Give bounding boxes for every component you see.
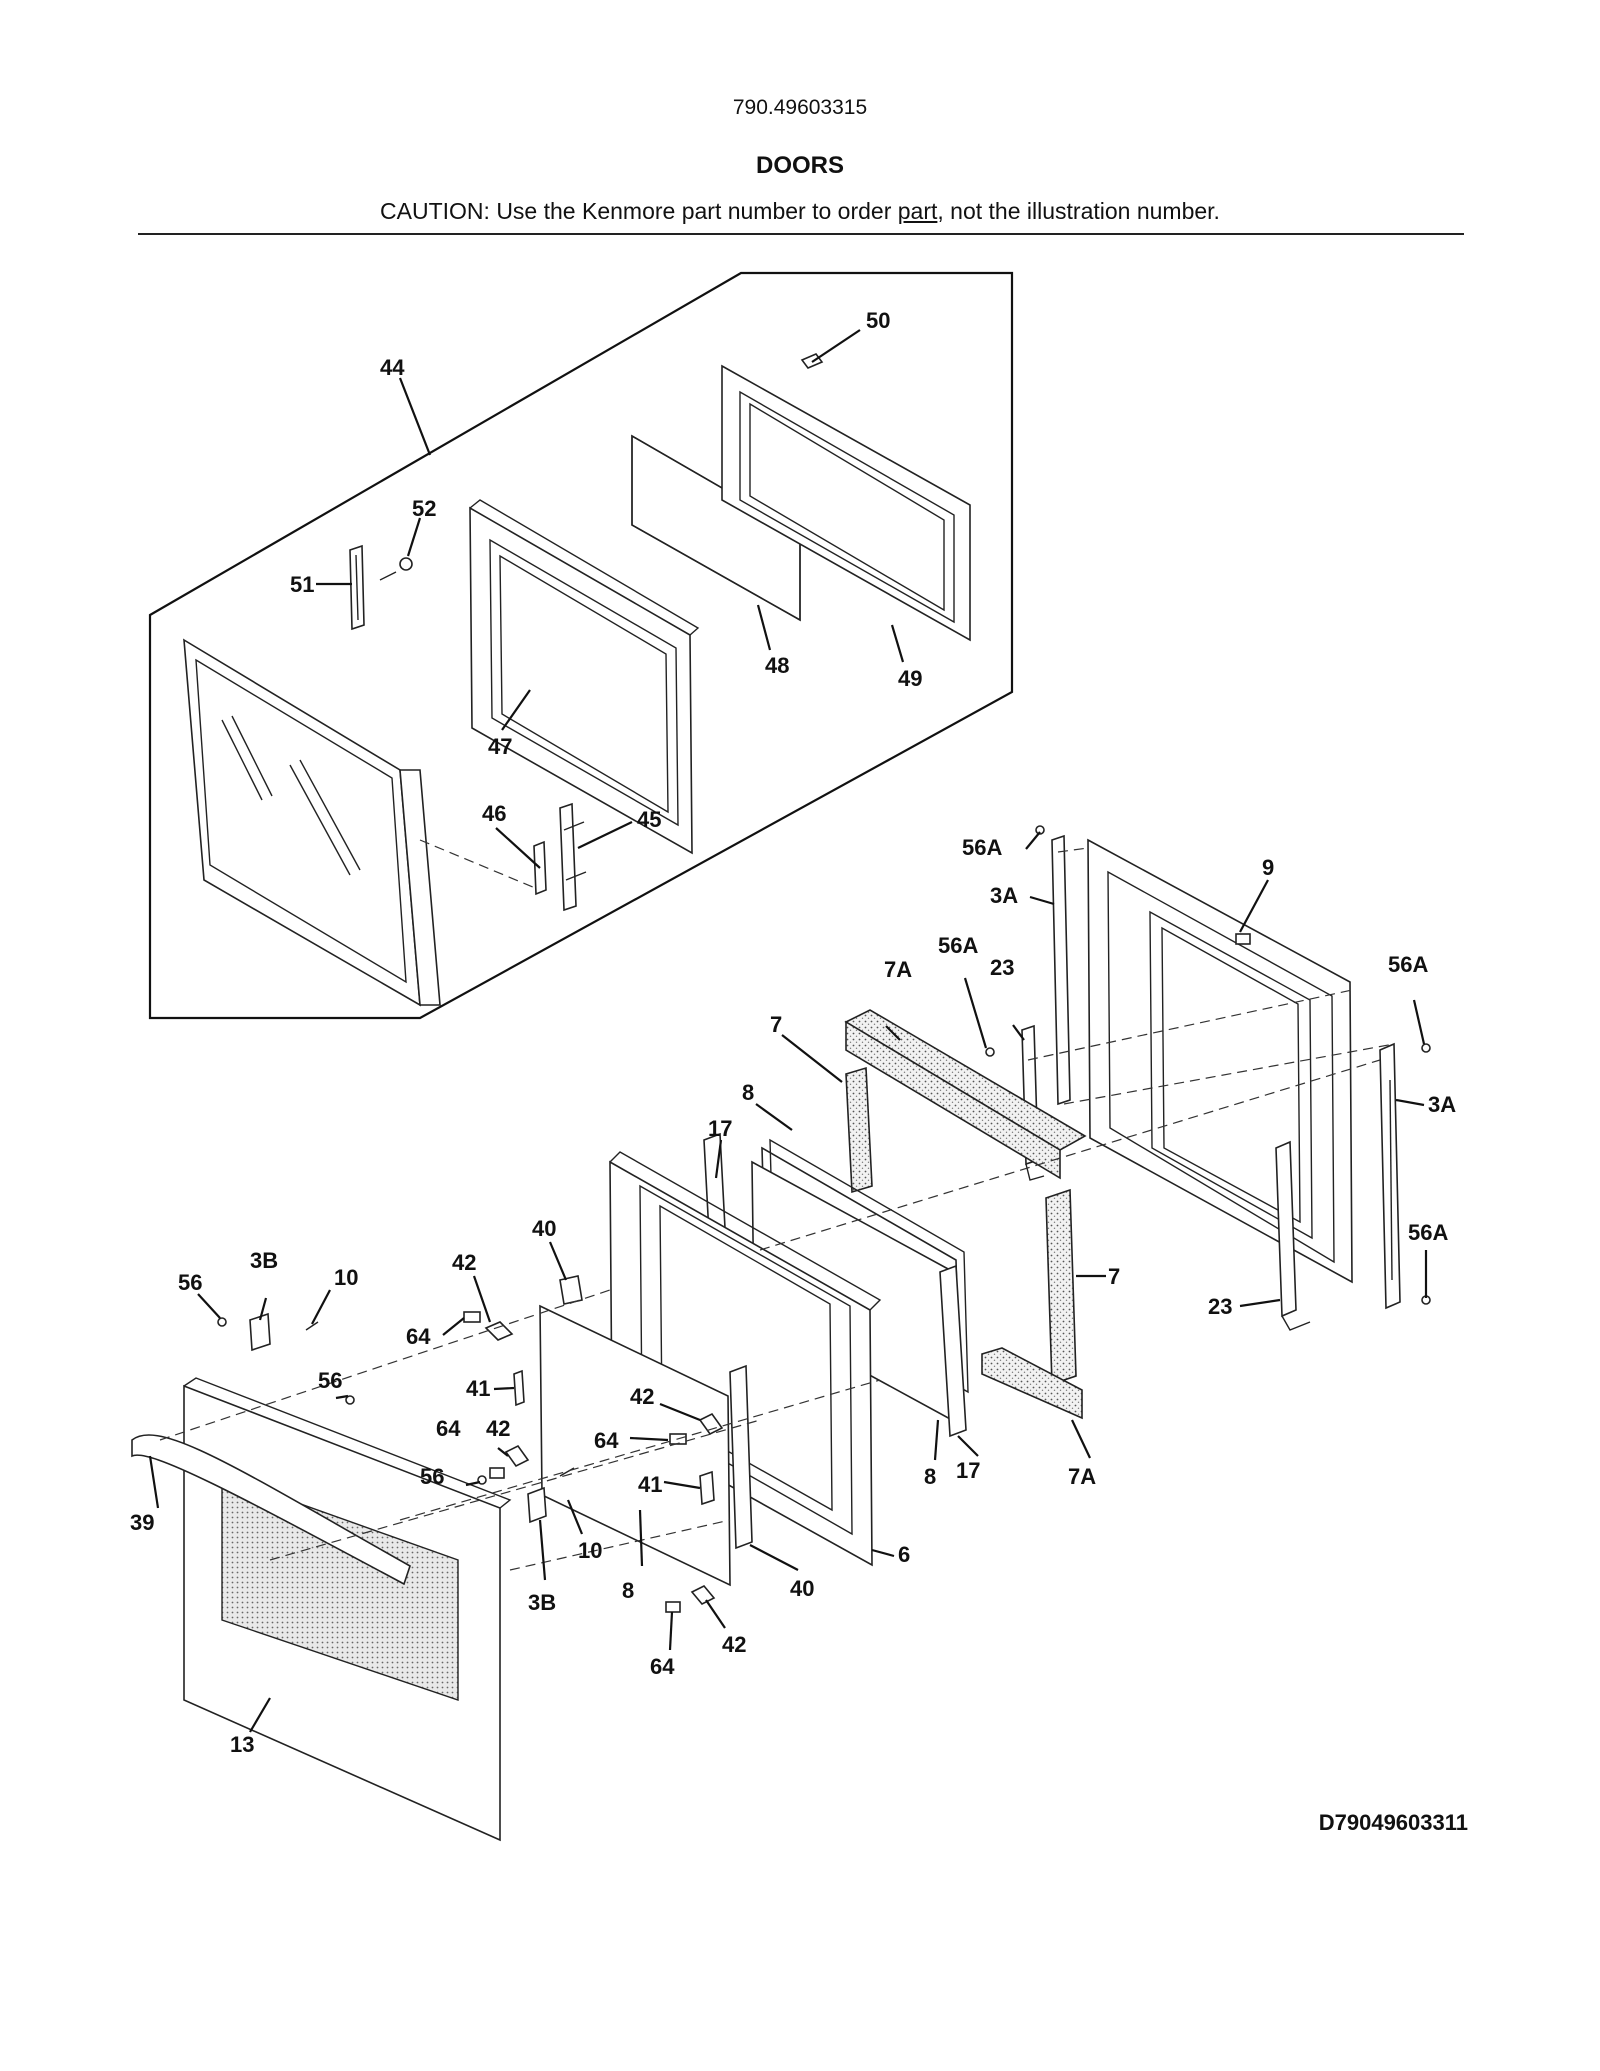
callout-42-2: 42 <box>630 1384 654 1409</box>
callout-23-1: 23 <box>990 955 1014 980</box>
callout-56A-3: 56A <box>1388 952 1428 977</box>
callout-7-2: 7 <box>1108 1264 1120 1289</box>
callout-8-1: 8 <box>742 1080 754 1105</box>
screw-56A-a <box>1035 825 1045 835</box>
callout-3A-1: 3A <box>990 883 1018 908</box>
part-42-bracket-b <box>504 1444 530 1468</box>
assembly-lines <box>159 847 1395 1571</box>
callout-51: 51 <box>290 572 314 597</box>
callout-40-1: 40 <box>532 1216 556 1241</box>
part-45-bracket <box>559 802 587 912</box>
part-40-upper-bracket <box>559 1275 583 1305</box>
callout-47: 47 <box>488 734 512 759</box>
part-42-bracket-c <box>698 1412 724 1436</box>
part-64-pad-a <box>463 1311 481 1323</box>
callout-40-2: 40 <box>790 1576 814 1601</box>
callout-39: 39 <box>130 1510 154 1535</box>
callout-8-3: 8 <box>622 1578 634 1603</box>
callout-17-2: 17 <box>956 1458 980 1483</box>
part-40-lower-bracket <box>729 1364 753 1550</box>
callout-45: 45 <box>637 807 661 832</box>
callout-56A-2: 56A <box>938 933 978 958</box>
caution-suffix: , not the illustration number. <box>937 198 1220 224</box>
glass-pack-leaders <box>316 329 905 869</box>
callout-56-2: 56 <box>318 1368 342 1393</box>
part-42-bracket-d <box>690 1585 716 1605</box>
part-23-lower-hinge <box>1275 1140 1311 1331</box>
part-8-front-panel <box>539 1304 731 1587</box>
part-3A-right-strip <box>1379 1042 1401 1310</box>
part-7-right-insulation <box>1045 1188 1077 1386</box>
part-56-screw-a <box>217 1317 227 1327</box>
callout-56A-1: 56A <box>962 835 1002 860</box>
callout-64-2: 64 <box>436 1416 461 1441</box>
part-49-glass-frame <box>721 364 971 642</box>
lower-leaders <box>148 831 1428 1733</box>
screw-56A-c <box>1421 1043 1431 1053</box>
callout-8-2: 8 <box>924 1464 936 1489</box>
callout-9: 9 <box>1262 855 1274 880</box>
callout-42-4: 42 <box>722 1632 746 1657</box>
callout-50: 50 <box>866 308 890 333</box>
outer-glass-panel <box>183 638 441 1007</box>
caution-underlined-word: part <box>897 198 938 224</box>
part-9-inner-door-liner <box>1087 838 1353 1284</box>
callout-3B-1: 3B <box>250 1248 278 1273</box>
callout-6: 6 <box>898 1542 910 1567</box>
part-42-bracket-a <box>484 1321 514 1341</box>
part-7-left-insulation <box>845 1066 873 1194</box>
callout-56-1: 56 <box>178 1270 202 1295</box>
callout-64-1: 64 <box>406 1324 431 1349</box>
part-41-lower-clip <box>699 1470 715 1506</box>
callout-10-2: 10 <box>578 1538 602 1563</box>
section-title: DOORS <box>755 152 844 179</box>
caution-prefix: CAUTION: Use the Kenmore part number to … <box>380 198 898 224</box>
callout-7A-1: 7A <box>884 957 912 982</box>
part-41-upper-clip <box>513 1369 525 1407</box>
part-64-pad-d <box>665 1601 681 1613</box>
part-3A-left-strip <box>1051 834 1071 1106</box>
callout-17-1: 17 <box>708 1116 732 1141</box>
callout-23-2: 23 <box>1208 1294 1232 1319</box>
callout-13: 13 <box>230 1732 254 1757</box>
part-39-door-handle <box>131 1434 411 1586</box>
part-7A-bottom-insulation <box>981 1347 1083 1420</box>
callout-44: 44 <box>380 355 405 380</box>
callout-7A-2: 7A <box>1068 1464 1096 1489</box>
part-6-door-frame <box>609 1151 882 1567</box>
header-rule <box>138 233 1464 235</box>
callout-56-3: 56 <box>420 1464 444 1489</box>
callout-56A-4: 56A <box>1408 1220 1448 1245</box>
callout-3A-2: 3A <box>1428 1092 1456 1117</box>
diagram-code: D79049603311 <box>1318 1810 1468 1835</box>
callout-10-1: 10 <box>334 1265 358 1290</box>
part-7A-top-insulation <box>844 1009 1087 1151</box>
part-51-bracket <box>349 544 365 631</box>
callout-64-4: 64 <box>650 1654 675 1679</box>
part-3B-lower-bracket <box>527 1486 547 1524</box>
part-52-screw <box>379 557 413 581</box>
callout-64-3: 64 <box>594 1428 619 1453</box>
screw-56A-b <box>985 1047 995 1057</box>
glass-pack-outline <box>148 271 1014 1020</box>
callout-42-1: 42 <box>452 1250 476 1275</box>
part-64-pad-b <box>489 1467 505 1479</box>
part-10-screw-a <box>305 1321 319 1331</box>
callout-48: 48 <box>765 653 789 678</box>
part-56-screw-b <box>345 1395 355 1405</box>
callout-41-2: 41 <box>638 1472 662 1497</box>
callout-41-1: 41 <box>466 1376 490 1401</box>
part-13-outer-door-panel <box>183 1377 512 1842</box>
callout-7-1: 7 <box>770 1012 782 1037</box>
caution-note: CAUTION: Use the Kenmore part number to … <box>0 198 1600 225</box>
part-47-glass-frame <box>469 499 700 855</box>
callout-49: 49 <box>898 666 922 691</box>
callout-labels: 44 50 52 51 48 49 47 46 45 56A 9 3A 56A … <box>130 308 1456 1757</box>
callout-46: 46 <box>482 801 506 826</box>
model-number: 790.49603315 <box>732 96 868 119</box>
callout-3B-2: 3B <box>528 1590 556 1615</box>
callout-52: 52 <box>412 496 436 521</box>
callout-42-3: 42 <box>486 1416 510 1441</box>
